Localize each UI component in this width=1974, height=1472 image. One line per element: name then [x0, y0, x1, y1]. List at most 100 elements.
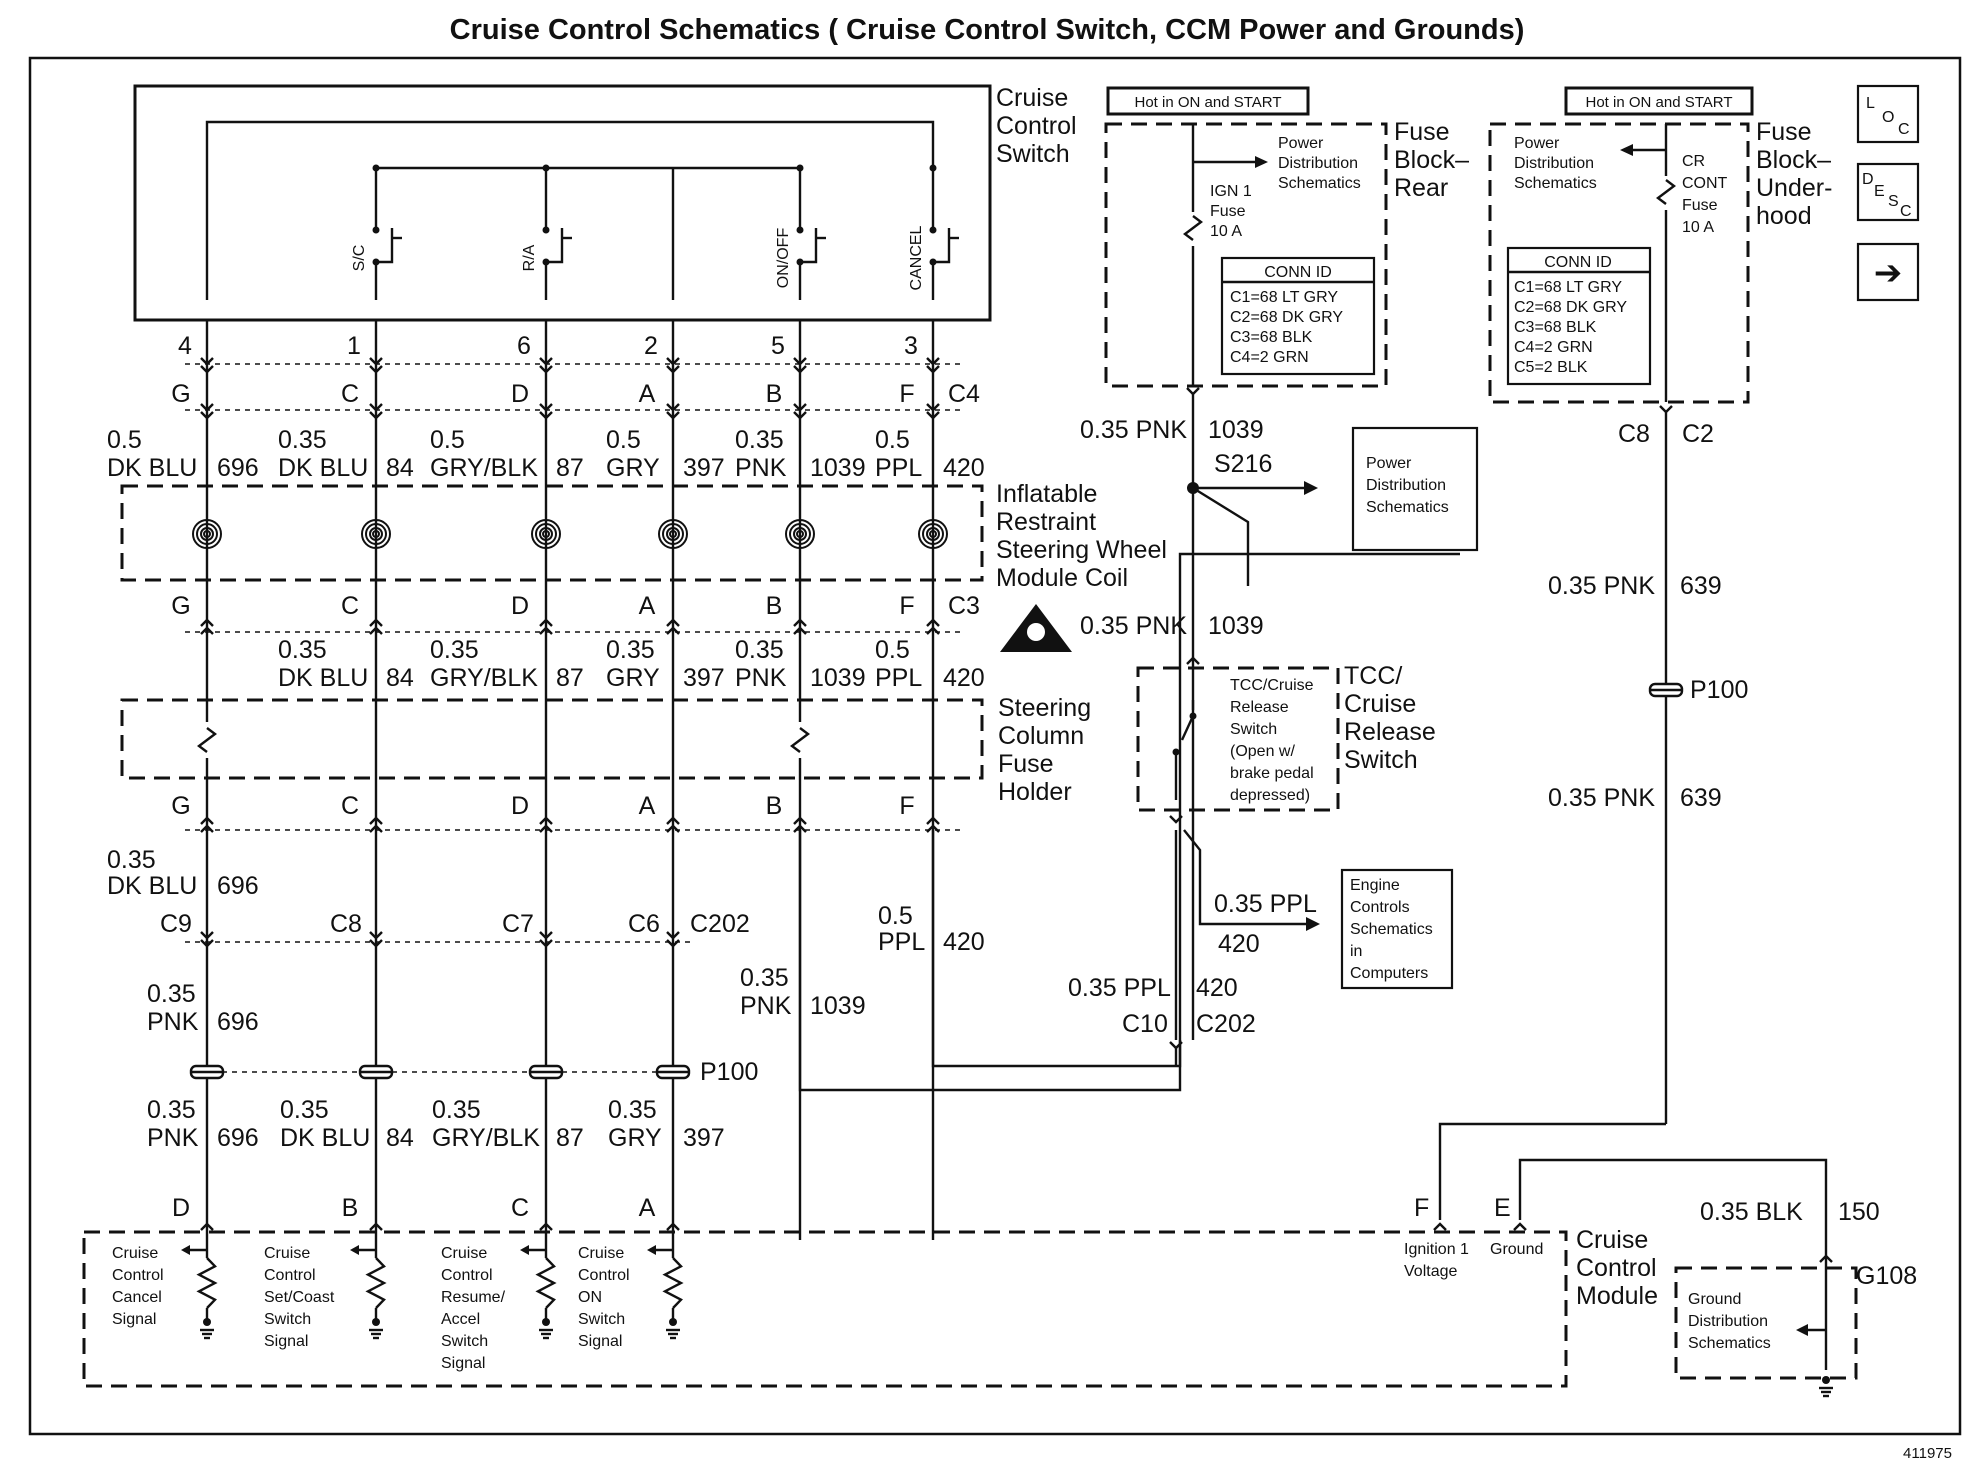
inflatable-restraint-label: Module Coil: [996, 564, 1128, 592]
clockspring-coil: [793, 527, 807, 541]
loc-button-text: O: [1882, 109, 1894, 126]
desc-button-text: C: [1900, 203, 1912, 220]
engine-controls-label: Schematics: [1350, 921, 1433, 938]
connector-terminal: [666, 816, 680, 825]
desc-button[interactable]: [1856, 162, 1920, 222]
connector-c202-label: C202: [1196, 1010, 1256, 1038]
tcc-cruise-release-label: Switch: [1344, 746, 1418, 774]
loc-button[interactable]: [1856, 84, 1920, 144]
cr-cont-fuse-label: 10 A: [1682, 219, 1714, 236]
power-distribution-box-label: Distribution: [1366, 477, 1446, 494]
circuit-number: 639: [1680, 572, 1722, 600]
conn-id-entry: C4=2 GRN: [1230, 349, 1309, 366]
fuse-block-rear-label: Rear: [1394, 174, 1448, 202]
connector-cavity: C: [341, 792, 359, 820]
connector-cavity: D: [511, 380, 529, 408]
wire-color: GRY: [608, 1124, 662, 1152]
ccm-signal-label: Set/Coast: [264, 1289, 335, 1306]
circuit-number: 420: [943, 454, 985, 482]
switch-contact-arm: [800, 228, 818, 264]
next-page-button[interactable]: [1856, 242, 1920, 302]
pin-number: 4: [178, 332, 192, 360]
switch-contact-label-0: S/C: [351, 245, 368, 272]
hot-in-on-start-badge: [1564, 86, 1754, 116]
connector-terminal: [200, 939, 214, 948]
wire-color: GRY/BLK: [430, 664, 538, 692]
cr-cont-fuse-label: CONT: [1682, 175, 1728, 192]
hot-label: Hot in ON and START: [1586, 94, 1733, 111]
connector-cavity: B: [766, 592, 783, 620]
clockspring-coil: [658, 519, 688, 549]
clockspring-coil: [192, 519, 222, 549]
steering-column-fuse-holder-label: Column: [998, 722, 1084, 750]
power-distribution-label: Schematics: [1278, 175, 1361, 192]
ccm-signal-label: Signal: [112, 1311, 156, 1328]
connector-cavity: A: [639, 592, 656, 620]
wire-size: 0.35: [280, 1096, 329, 1124]
tcc-cruise-release-label: Cruise: [1344, 690, 1416, 718]
power-distribution-label: Power: [1514, 135, 1560, 152]
ccm-signal-label: Control: [112, 1267, 164, 1284]
circuit-number: 1039: [810, 664, 866, 692]
connector-c202-label: C202: [690, 910, 750, 938]
wire-color: GRY/BLK: [432, 1124, 540, 1152]
circuit-number: 696: [217, 872, 259, 900]
ground-distribution-label: Distribution: [1688, 1313, 1768, 1330]
conn-id-entry: C3=68 BLK: [1230, 329, 1313, 346]
connector-cavity: C8: [330, 910, 362, 938]
clockspring-coil: [196, 523, 218, 545]
connector-terminal: [926, 816, 940, 825]
connector-terminal: [1659, 405, 1673, 414]
ground-dot: [669, 1318, 677, 1326]
conn-id-entry: C2=68 DK GRY: [1514, 299, 1627, 316]
desc-button-text: S: [1888, 193, 1899, 210]
connector-cavity: F: [899, 380, 914, 408]
switch-contact-label-3: CANCEL: [908, 225, 925, 290]
ignition-voltage-label: Ignition 1: [1404, 1241, 1469, 1258]
power-distribution-box-label: Schematics: [1366, 499, 1449, 516]
wire-size: 0.35: [432, 1096, 481, 1124]
wire-size: 0.5: [875, 636, 910, 664]
circuit-number: 84: [386, 454, 414, 482]
steering-column-fuse-holder-label: Steering: [998, 694, 1091, 722]
circuit-150: [1518, 1158, 1828, 1256]
wire-color: PNK: [735, 454, 787, 482]
pin-number: 5: [771, 332, 785, 360]
conn-id-title: CONN ID: [1264, 264, 1332, 281]
page-title: Cruise Control Schematics ( Cruise Contr…: [449, 14, 1525, 46]
clockspring-coil: [926, 527, 940, 541]
loc-button-text: C: [1898, 121, 1910, 138]
connector-terminal: [793, 816, 807, 825]
circuit-639: [1438, 1122, 1666, 1220]
hot-label: Hot in ON and START: [1135, 94, 1282, 111]
engine-controls-label: Controls: [1350, 899, 1410, 916]
cr-cont-fuse-label: CR: [1682, 153, 1705, 170]
wire-color: PNK: [740, 992, 792, 1020]
signal-arrow: [520, 1245, 529, 1255]
connector-cavity: C: [341, 380, 359, 408]
tcc-cruise-release-label: TCC/: [1344, 662, 1402, 690]
ground-distribution-label: Ground: [1688, 1291, 1741, 1308]
wire-size: 0.35: [740, 964, 789, 992]
tcc-switch-inner-label: TCC/Cruise: [1230, 677, 1314, 694]
next-arrow-icon: ➔: [1874, 253, 1903, 293]
wire-size: 0.35: [278, 426, 327, 454]
ground-label: Ground: [1490, 1241, 1543, 1258]
wire-size: 0.35 PNK: [1080, 612, 1187, 640]
ccm-signal-label: Switch: [578, 1311, 625, 1328]
power-distribution-box: [1351, 426, 1479, 552]
circuit-number: 1039: [810, 454, 866, 482]
connector-terminal: [1186, 656, 1200, 665]
clockspring-coil: [796, 530, 804, 538]
conn-id-entry: C5=2 BLK: [1514, 359, 1588, 376]
cruise-control-module-label: Cruise: [1576, 1226, 1648, 1254]
connector-terminal: [200, 824, 214, 833]
connector-cavity: C7: [502, 910, 534, 938]
splice-s216-label: S216: [1214, 450, 1272, 478]
circuit-420-return: [931, 830, 1182, 1068]
wire-size: 0.5: [107, 426, 142, 454]
ccm-pin: A: [639, 1194, 656, 1222]
clockspring-coil: [542, 530, 550, 538]
wire-size: 0.35: [430, 636, 479, 664]
